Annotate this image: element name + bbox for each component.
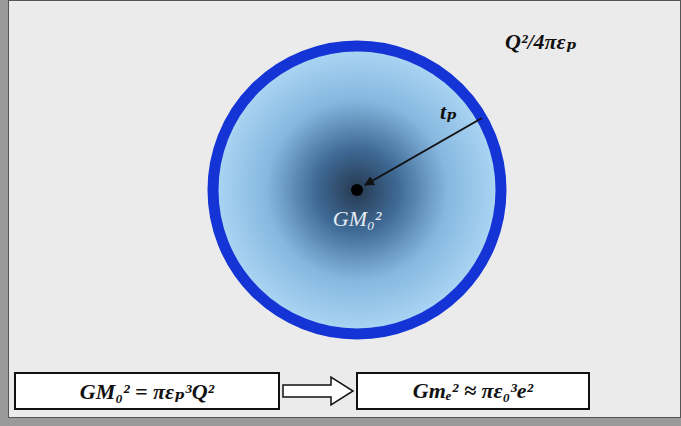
charge-label: Q²/4πεₚ <box>505 28 577 55</box>
sphere-fill <box>218 51 496 329</box>
radius-arrow <box>365 118 482 185</box>
equation-text: Gmₑ² ≈ πε₀³e² <box>413 378 533 404</box>
center-mass <box>351 184 363 196</box>
implication-arrow <box>283 377 353 405</box>
equation-box: Gmₑ² ≈ πε₀³e² <box>356 372 590 410</box>
sphere-shell <box>213 46 501 334</box>
equation-box: GM₀² = πεₚ³Q² <box>14 372 280 410</box>
sphere-illustration <box>207 40 507 340</box>
sphere-node: GM₀² <box>207 40 507 340</box>
equation-text: GM₀² = πεₚ³Q² <box>80 378 214 405</box>
radius-label: tₚ <box>440 98 457 125</box>
mass-label: GM₀² <box>207 206 507 232</box>
